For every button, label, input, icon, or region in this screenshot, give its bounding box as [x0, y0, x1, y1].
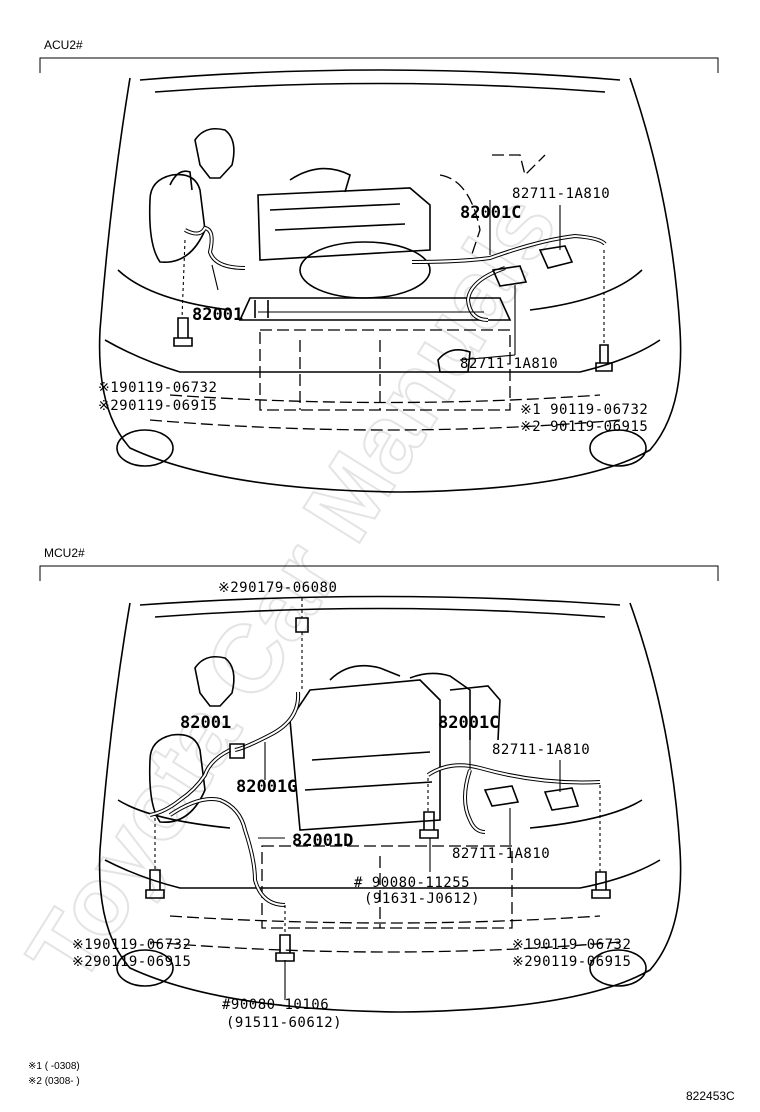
wire-harness — [173, 225, 613, 372]
label-bolt-right-1: ※190119-06732 — [512, 937, 631, 953]
part-labels: 82001 82001C 82711-1A810 82711-1A810 ※19… — [98, 186, 648, 435]
label-82001g: 82001G — [236, 777, 297, 797]
car-front-outline — [98, 69, 682, 493]
label-bolt-bottom-1: #90080-10106 — [222, 997, 329, 1013]
section-acu2: ACU2# — [39, 38, 719, 493]
label-bolt-bottom-2: (91511-60612) — [226, 1015, 342, 1031]
section-header-acu2: ACU2# — [44, 38, 83, 52]
label-82711-upper: 82711-1A810 — [492, 742, 590, 758]
section-bracket — [39, 565, 719, 581]
label-82001d: 82001D — [292, 831, 353, 851]
label-82001c: 82001C — [460, 203, 521, 223]
label-bolt-left-2: ※290119-06915 — [98, 398, 217, 414]
label-bolt-right-1: ※1 90119-06732 — [520, 402, 648, 418]
label-nut-top: ※290179-06080 — [218, 580, 337, 596]
figure-id: 822453C — [686, 1089, 735, 1103]
label-bolt-left-1: ※190119-06732 — [98, 380, 217, 396]
section-mcu2: MCU2# — [39, 546, 719, 1031]
part-labels: ※290179-06080 82001 82001C 82001G 82001D… — [72, 580, 631, 1031]
label-bolt-center-1: # 90080-11255 — [354, 875, 470, 891]
label-82711-lower: 82711-1A810 — [460, 356, 558, 372]
footnote-2: ※2 (0308- ) — [28, 1076, 80, 1087]
leader-lines — [181, 200, 605, 361]
label-82001c: 82001C — [438, 713, 499, 733]
leader-lines — [154, 598, 601, 1000]
label-bolt-right-2: ※2 90119-06915 — [520, 419, 648, 435]
label-82711-upper: 82711-1A810 — [512, 186, 610, 202]
section-header-mcu2: MCU2# — [44, 546, 85, 560]
footnote-1: ※1 ( -0308) — [28, 1061, 80, 1072]
label-82001: 82001 — [180, 713, 231, 733]
label-bolt-right-2: ※290119-06915 — [512, 954, 631, 970]
label-82001: 82001 — [192, 305, 243, 325]
section-bracket — [39, 57, 719, 73]
label-bolt-left-2: ※290119-06915 — [72, 954, 191, 970]
label-bolt-center-2: (91631-J0612) — [364, 891, 480, 907]
wire-harness — [145, 617, 611, 962]
car-front-outline — [98, 595, 682, 1013]
label-82711-lower: 82711-1A810 — [452, 846, 550, 862]
label-bolt-left-1: ※190119-06732 — [72, 937, 191, 953]
